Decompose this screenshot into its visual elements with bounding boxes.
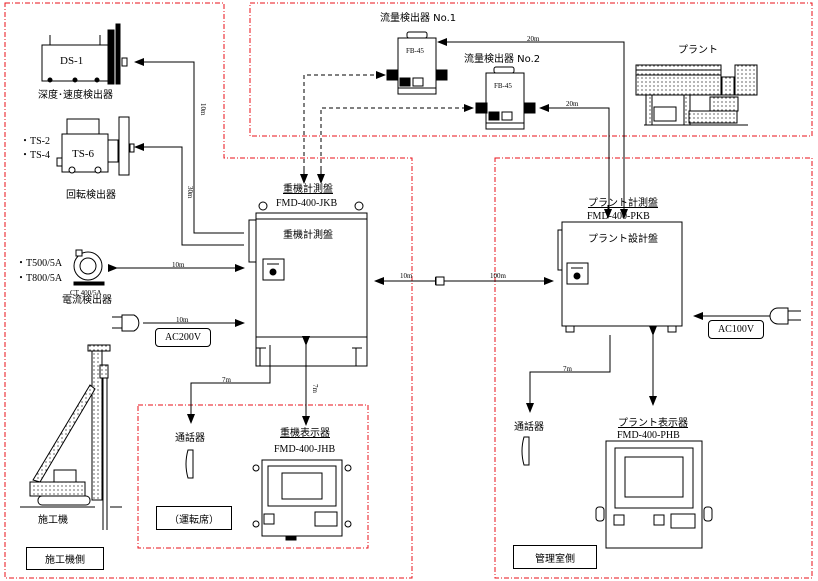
rotation-variant-2: ・TS-4 bbox=[20, 150, 50, 161]
plant-display-name: プラント表示器 bbox=[618, 418, 688, 429]
cable-length-display-machine: 7m bbox=[311, 384, 319, 393]
pile-rig-icon bbox=[20, 344, 122, 530]
machine-panel-model: FMD-400-JKB bbox=[276, 198, 338, 209]
zone-machine-border bbox=[4, 2, 413, 579]
intercom-plant-icon bbox=[521, 436, 530, 466]
flow-sensor-1-icon bbox=[386, 31, 448, 95]
depth-sensor-icon bbox=[41, 23, 128, 85]
plant-panel-inner-label: プラント設計盤 bbox=[588, 234, 658, 245]
flow-sensor-1-name: 流量検出器 No.1 bbox=[380, 13, 457, 24]
rotation-sensor-name: 回転検出器 bbox=[66, 190, 116, 201]
power-label-machine: AC200V bbox=[155, 328, 211, 347]
plant-panel-model: FMD-400-PKB bbox=[587, 211, 650, 222]
zone-plant-border bbox=[494, 157, 813, 579]
flow-sensor-2-icon bbox=[475, 66, 536, 130]
zone-flow-border bbox=[249, 2, 813, 137]
current-sensor-name: 電流検出器 bbox=[62, 295, 112, 306]
zone-machine-label: 施工機側 bbox=[26, 547, 104, 570]
rotation-sensor-icon bbox=[56, 116, 135, 176]
plug-icon-machine bbox=[112, 314, 140, 332]
cable-flow1 bbox=[437, 38, 625, 215]
plant-icon bbox=[635, 64, 758, 126]
intercom-machine-icon bbox=[185, 449, 194, 479]
current-sensor-model: CT 400/5A bbox=[70, 289, 102, 297]
intercom-machine-name: 通話器 bbox=[175, 433, 205, 444]
cable-length-link-right: 100m bbox=[490, 272, 506, 280]
cable-depth bbox=[134, 58, 244, 234]
plant-display-model: FMD-400-PHB bbox=[617, 430, 680, 441]
plant-display-icon bbox=[595, 440, 713, 549]
depth-sensor-model: DS-1 bbox=[60, 55, 84, 67]
plant-name: プラント bbox=[678, 45, 718, 56]
plant-panel-icon bbox=[557, 221, 683, 333]
plug-icon-plant bbox=[769, 307, 801, 325]
cable-length-rotation: 30m bbox=[186, 186, 194, 199]
cable-rotation bbox=[134, 143, 244, 246]
cable-intercom-machine bbox=[187, 345, 271, 424]
cable-length-flow1: 20m bbox=[527, 35, 540, 43]
cable-length-intercom-plant: 7m bbox=[563, 365, 572, 373]
machine-display-icon bbox=[252, 459, 352, 541]
machine-display-model: FMD-400-JHB bbox=[274, 444, 336, 455]
flow-sensor-1-model: FB-45 bbox=[406, 47, 424, 55]
machine-display-name: 重機表示器 bbox=[280, 428, 330, 439]
rotation-variant-1: ・TS-2 bbox=[20, 136, 50, 147]
cable-length-link-left: 10m bbox=[400, 272, 413, 280]
cable-length-current: 10m bbox=[172, 261, 185, 269]
cable-flow1-dashed bbox=[303, 71, 386, 170]
cable-length-power: 10m bbox=[176, 316, 189, 324]
zone-operator-border bbox=[137, 404, 369, 549]
zone-operator-label: （運転席） bbox=[156, 506, 232, 530]
power-label-plant: AC100V bbox=[708, 320, 764, 339]
current-sensor-icon bbox=[73, 249, 105, 286]
zone-control-label: 管理室側 bbox=[513, 545, 597, 569]
cable-connector bbox=[435, 276, 445, 286]
cable-length-intercom-machine: 7m bbox=[222, 376, 231, 384]
machine-panel-icon bbox=[248, 201, 368, 367]
machine-panel-name: 重機計測盤 bbox=[283, 184, 333, 195]
flow-sensor-2-name: 流量検出器 No.2 bbox=[464, 54, 541, 65]
cable-flow2-dashed bbox=[320, 104, 474, 170]
current-variant-1: ・T500/5A bbox=[16, 258, 63, 269]
rotation-sensor-model: TS-6 bbox=[72, 148, 94, 160]
machine-panel-inner-label: 重機計測盤 bbox=[283, 230, 333, 241]
intercom-plant-name: 通話器 bbox=[514, 422, 544, 433]
cable-intercom-plant bbox=[526, 335, 611, 413]
flow-sensor-2-model: FB-45 bbox=[494, 82, 512, 90]
rig-name: 施工機 bbox=[38, 515, 68, 526]
current-variant-2: ・T800/5A bbox=[16, 273, 63, 284]
plant-panel-name: プラント計測盤 bbox=[588, 198, 658, 209]
cable-flow2 bbox=[539, 104, 610, 215]
depth-sensor-name: 深度･速度検出器 bbox=[38, 90, 113, 101]
cable-length-flow2: 20m bbox=[566, 100, 579, 108]
cable-length-depth: 10m bbox=[199, 103, 207, 116]
